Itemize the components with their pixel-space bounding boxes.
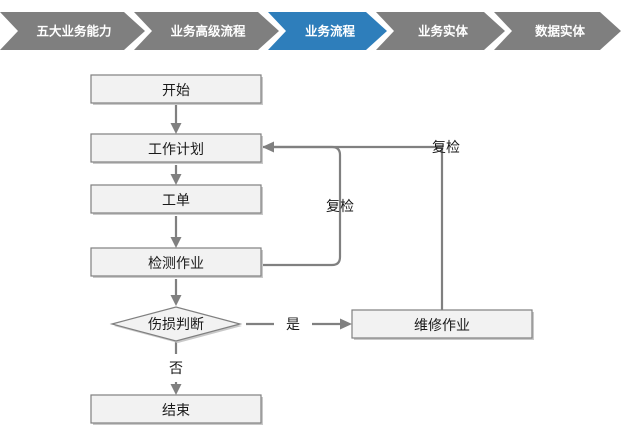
chevron-shape (134, 12, 279, 50)
breadcrumb-item-0[interactable]: 五大业务能力 (0, 12, 145, 50)
edge-decide-to-repair-yes: 是 (246, 316, 352, 332)
breadcrumb-item-3[interactable]: 业务实体 (376, 12, 505, 50)
edge-label-recheck-outer: 复检 (432, 139, 460, 155)
breadcrumb-label-0: 五大业务能力 (36, 23, 111, 38)
chevron-shape (494, 12, 621, 50)
flow-node-damage-decision-label: 伤损判断 (148, 316, 204, 332)
flow-node-work-order-label: 工单 (162, 192, 190, 208)
edge-order-to-inspect (170, 216, 182, 248)
flow-node-damage-decision[interactable]: 伤损判断 (109, 306, 243, 343)
breadcrumb-label-3: 业务实体 (418, 23, 469, 38)
flow-node-work-order[interactable]: 工单 (90, 184, 263, 215)
edge-repair-to-plan-recheck: 复检 (272, 139, 460, 310)
edge-label-no: 否 (169, 360, 183, 376)
flow-node-end-label: 结束 (162, 402, 190, 418)
flow-node-start-label: 开始 (162, 82, 190, 98)
flow-node-work-plan[interactable]: 工作计划 (90, 133, 263, 164)
edge-label-recheck-inner: 复检 (326, 198, 354, 214)
flow-node-repair-label: 维修作业 (414, 317, 470, 333)
breadcrumb-label-1: 业务高级流程 (170, 23, 246, 38)
flow-node-start[interactable]: 开始 (90, 74, 263, 105)
edge-label-yes: 是 (286, 316, 300, 332)
flow-node-inspection[interactable]: 检测作业 (90, 247, 263, 278)
chevron-shape (268, 12, 387, 50)
chevron-shape (376, 12, 505, 50)
breadcrumb-item-1[interactable]: 业务高级流程 (134, 12, 279, 50)
breadcrumb-item-4[interactable]: 数据实体 (494, 12, 621, 50)
edge-inspect-to-decide (170, 279, 182, 306)
edge-start-to-plan (170, 104, 182, 134)
flow-node-end[interactable]: 结束 (90, 394, 263, 425)
flow-node-work-plan-label: 工作计划 (148, 141, 204, 157)
chevron-shape (0, 12, 145, 50)
edge-decide-to-end-no: 否 (169, 341, 183, 395)
flow-node-repair[interactable]: 维修作业 (351, 309, 534, 340)
flow-node-inspection-label: 检测作业 (148, 255, 204, 271)
breadcrumb-item-2[interactable]: 业务流程 (268, 12, 387, 50)
breadcrumb-label-2: 业务流程 (305, 23, 356, 38)
process-breadcrumb: 五大业务能力 业务高级流程 业务流程 业务实体 数据实体 (0, 12, 634, 50)
edge-plan-to-order (170, 165, 182, 185)
breadcrumb-label-4: 数据实体 (534, 23, 586, 38)
